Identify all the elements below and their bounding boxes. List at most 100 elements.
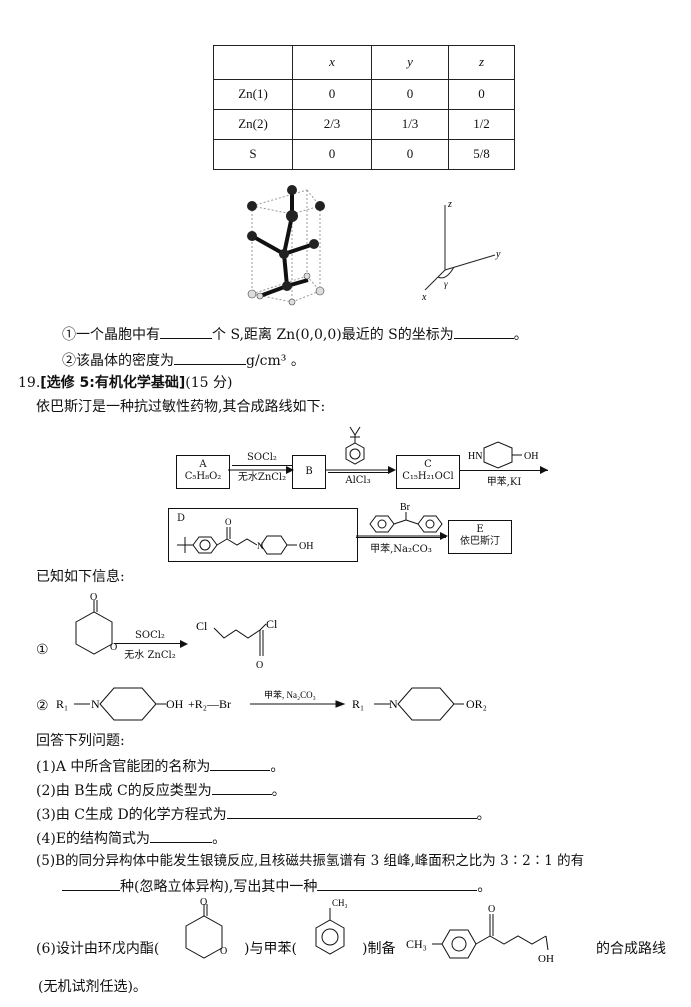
crystal-cell-image: [247, 185, 325, 306]
r1-label: R₁: [352, 697, 364, 711]
angle-gamma-label: γ: [444, 279, 448, 289]
answer-blank[interactable]: [160, 324, 212, 339]
axes-diagram: z y x γ: [421, 199, 501, 303]
oh-label: OH: [524, 451, 538, 462]
table-cell: Zn(1): [213, 78, 293, 110]
answer-blank[interactable]: [226, 804, 477, 819]
oh-label: OH: [538, 953, 554, 965]
coordinates-table: x y z Zn(1) 0 0 0 Zn(2) 2/3 1/3 1/2 S 0 …: [213, 45, 515, 171]
question-6-note: (无机试剂任选)。: [38, 979, 147, 995]
n-label: N: [91, 697, 100, 711]
ch3-label: CH₃: [406, 937, 427, 951]
svg-text:O: O: [488, 904, 495, 915]
reagent-1: SOCl₂ 无水ZnCl₂: [232, 452, 292, 483]
svg-text:N: N: [257, 541, 264, 551]
nh-label: HN: [468, 451, 482, 462]
axis-y-label: y: [495, 249, 501, 260]
answer-blank[interactable]: [150, 828, 213, 843]
answer-blank[interactable]: [174, 350, 246, 365]
table-cell: 5/8: [448, 138, 515, 171]
toluene-structure: CH₃: [315, 898, 348, 955]
compound-a-box: A C₅H₈O₂: [176, 455, 230, 489]
question-2: (2)由 B生成 C的反应类型为。: [36, 780, 286, 800]
svg-text:O: O: [110, 642, 117, 653]
question-3: (3)由 C生成 D的化学方程式为。: [36, 804, 491, 824]
table-header-cell: y: [371, 45, 449, 80]
info-2-reagent: 甲苯, Na₂CO₃: [264, 689, 316, 700]
or2-label: OR₂: [466, 697, 487, 711]
question-6-prepare-text: )制备: [362, 941, 396, 957]
question-6-toluene-text: )与甲苯(: [244, 941, 297, 957]
table-header-row: x y z: [213, 45, 515, 80]
info-2-reaction: R₁ N OH +R₂—Br 甲苯, Na₂CO₃ R₁ N OR₂: [56, 687, 487, 721]
svg-text:O: O: [90, 592, 97, 603]
svg-text:O: O: [256, 660, 263, 671]
axis-x-label: x: [421, 292, 427, 303]
svg-text:O: O: [225, 517, 232, 527]
arrow-head-icon: [540, 466, 548, 474]
oh-label: OH: [166, 697, 184, 711]
info-2-number: ②: [36, 698, 49, 714]
info-1-number: ①: [36, 642, 49, 658]
bromodiphenylmethane-structure: Br: [369, 502, 443, 533]
table-row: Zn(1) 0 0 0: [213, 78, 515, 110]
compound-d-box: D O N OH: [168, 508, 358, 562]
reagent-3: 甲苯,KI: [460, 470, 548, 488]
target-product-structure: CH₃ O OH: [406, 904, 554, 965]
compound-c-box: C C₁₅H₂₁OCl: [396, 455, 460, 489]
arrow-icon: [326, 466, 396, 474]
table-cell: 0: [371, 78, 449, 110]
compound-e-box: E 依巴斯汀: [448, 520, 512, 554]
table-row: S 0 0 5/8: [213, 138, 515, 171]
info-1-reagent: SOCl₂ 无水 ZnCl₂: [114, 630, 186, 661]
reagent-2: AlCl₃: [328, 472, 388, 486]
tert-butylbenzene-structure: [345, 426, 365, 465]
cl-label: Cl: [196, 619, 208, 633]
table-row: Zn(2) 2/3 1/3 1/2: [213, 108, 515, 140]
lactone-structure: O O: [185, 898, 227, 959]
arrow-icon: [356, 532, 448, 540]
table-cell: Zn(2): [213, 108, 293, 140]
table-header-cell: [213, 45, 293, 80]
table-cell: 1/3: [371, 108, 449, 140]
reagent-4: 甲苯,Na₂CO₃: [356, 537, 446, 555]
br-label: Br: [400, 502, 411, 513]
r2br-label: +R₂—Br: [188, 697, 231, 711]
question-6-prefix: (6)设计由环戊内酯(: [36, 941, 160, 957]
table-cell: S: [213, 138, 293, 171]
known-info-label: 已知如下信息:: [36, 569, 125, 585]
question-19-header: 19.[选修 5:有机化学基础](15 分): [18, 375, 233, 391]
question-6-suffix: 的合成路线: [596, 941, 666, 957]
table-cell: 0: [371, 138, 449, 171]
compound-b-box: B: [292, 455, 326, 489]
answer-blank[interactable]: [317, 876, 478, 891]
arrow-icon: [228, 466, 294, 474]
n-label: N: [389, 697, 398, 711]
answer-blank[interactable]: [211, 780, 272, 795]
question-5-line-2: 种(忽略立体异构),写出其中一种。: [62, 876, 491, 896]
lactone-structure: O O: [75, 592, 117, 655]
table-header-cell: x: [292, 45, 372, 80]
answer-blank[interactable]: [453, 324, 514, 339]
question-1: (1)A 中所含官能团的名称为。: [36, 756, 284, 776]
question-19-intro: 依巴斯汀是一种抗过敏性药物,其合成路线如下:: [36, 399, 326, 415]
cl-label: Cl: [266, 617, 278, 631]
table-cell: 0: [448, 78, 515, 110]
svg-text:O: O: [200, 898, 207, 908]
answer-prompt: 回答下列问题:: [36, 733, 125, 749]
table-cell: 1/2: [448, 108, 515, 140]
question-5-line-1: (5)B的同分异构体中能发生银镜反应,且核磁共振氢谱有 3 组峰,峰面积之比为 …: [36, 853, 585, 869]
piperidinol-reagent-structure: HN OH: [468, 441, 538, 469]
compound-d-structure: O N OH: [177, 517, 313, 555]
answer-blank[interactable]: [210, 756, 271, 771]
table-cell: 0: [292, 138, 372, 171]
axis-z-label: z: [447, 199, 452, 210]
arrow-head-icon: [180, 640, 188, 648]
question-4: (4)E的结构简式为。: [36, 828, 226, 848]
svg-text:O: O: [220, 946, 227, 957]
answer-blank[interactable]: [62, 876, 120, 891]
table-cell: 2/3: [292, 108, 372, 140]
table-cell: 0: [292, 78, 372, 110]
table-header-cell: z: [448, 45, 515, 80]
